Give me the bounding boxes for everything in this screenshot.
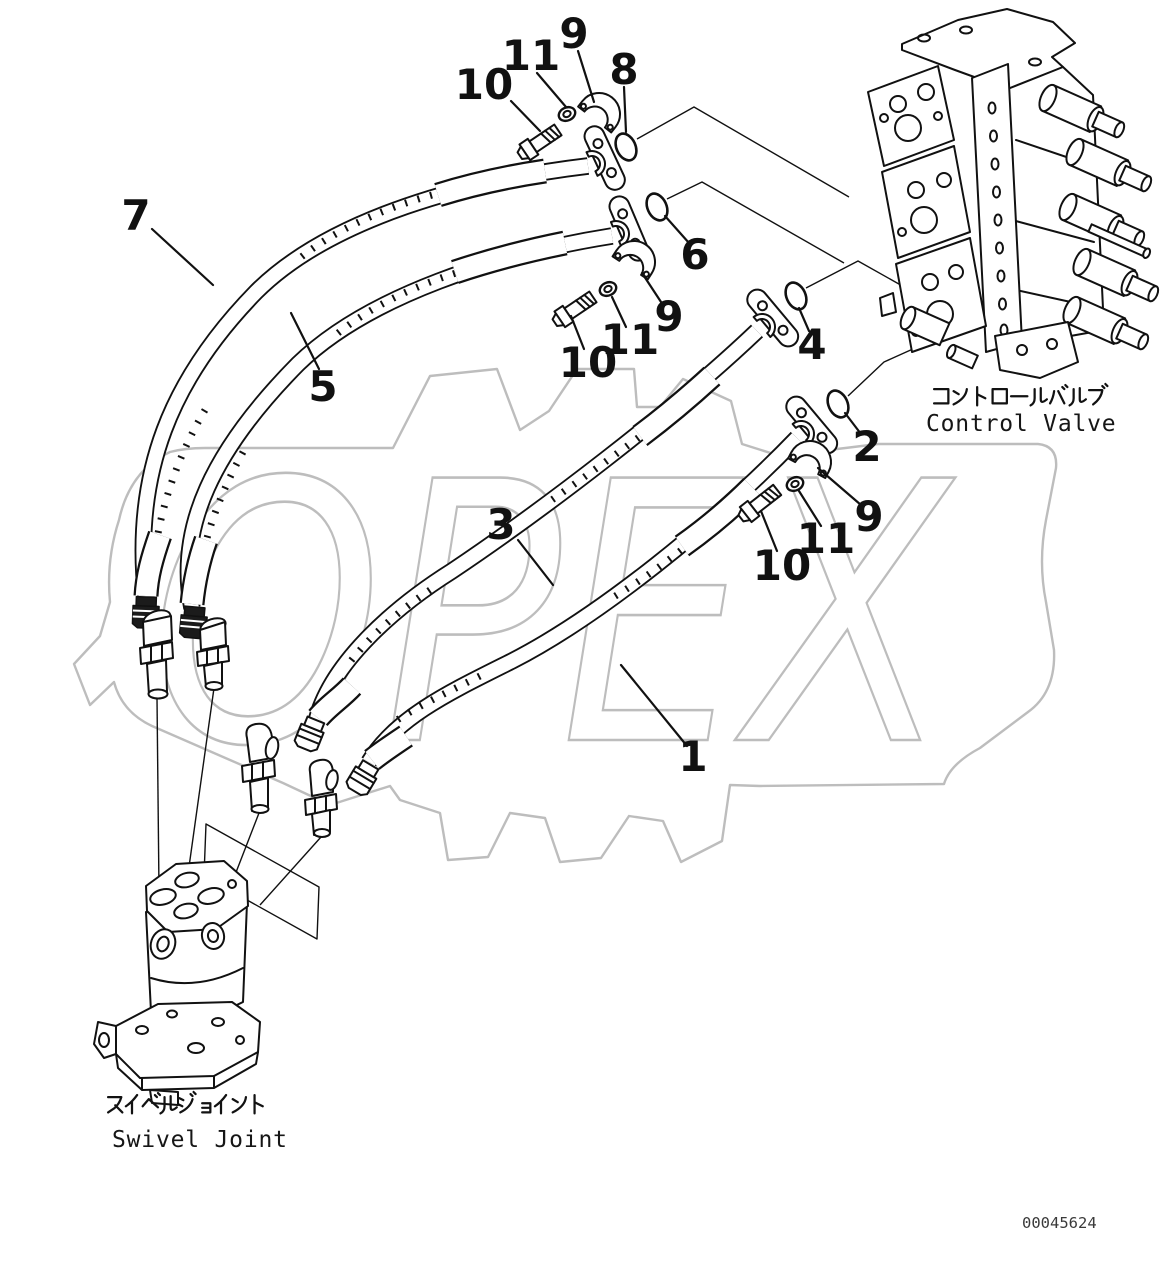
callout-leader-8 <box>622 85 628 134</box>
kana-char <box>159 1094 178 1115</box>
callout-number-9: 9 <box>854 492 883 541</box>
callout-number-9: 9 <box>654 292 683 341</box>
kana-char <box>253 1093 264 1115</box>
washer-part-11 <box>785 475 805 493</box>
callout-number-7: 7 <box>121 191 150 240</box>
callout-leader-3 <box>516 538 555 587</box>
hose-1-nut <box>345 759 380 797</box>
kana-char <box>1029 386 1049 407</box>
kana-char <box>231 1095 248 1114</box>
clamp-part-9 <box>611 240 656 281</box>
swivel-port-boss <box>149 922 226 960</box>
clamp-part-9 <box>577 92 621 134</box>
kana-char <box>124 1093 139 1115</box>
callout-leader-7 <box>150 227 215 287</box>
hose-3-nut <box>293 715 326 753</box>
callout-number-5: 5 <box>308 362 337 411</box>
solenoid-valve <box>1038 83 1126 139</box>
valve-rod <box>1087 223 1152 259</box>
elbow-fitting <box>196 617 230 691</box>
oring-part-8 <box>614 132 638 162</box>
opex-watermark: OPEX <box>72 367 1058 864</box>
callout-leader-1 <box>619 663 689 748</box>
bolt-part-10 <box>551 290 598 329</box>
doc-number: 00045624 <box>1022 1214 1097 1232</box>
callout-number-2: 2 <box>852 422 881 471</box>
elbow-fitting <box>139 609 174 700</box>
swivel-joint-drawing <box>93 860 261 1106</box>
kana-char <box>932 387 950 405</box>
projection-lines <box>156 687 322 940</box>
callout-number-3: 3 <box>486 500 515 549</box>
control-valve-drawing <box>867 8 1160 379</box>
callout-leader-9 <box>640 271 665 307</box>
callout-number-1: 1 <box>678 732 707 781</box>
hose-3 <box>293 324 764 753</box>
bolt-part-10 <box>737 483 783 524</box>
elbow-fitting <box>241 722 280 814</box>
callout-leader-9 <box>816 466 863 507</box>
callout-leader-10 <box>569 314 586 351</box>
kana-char <box>1068 386 1088 407</box>
kana-char <box>1048 383 1069 405</box>
solenoid-valve <box>1062 295 1150 351</box>
callout-leader-11 <box>535 71 568 109</box>
section-plane <box>203 823 320 940</box>
washer-part-11 <box>557 105 577 123</box>
kana-char <box>952 387 968 406</box>
callout-number-6: 6 <box>680 230 709 279</box>
kana-char <box>106 1095 124 1114</box>
callout-leader-6 <box>663 214 691 245</box>
oring-part-6 <box>645 192 669 222</box>
callout-leader-4 <box>797 306 811 333</box>
watermark-gear-outline <box>72 367 1058 864</box>
callout-number-10: 10 <box>455 60 513 109</box>
control-valve-label-ja <box>932 382 1109 407</box>
line-art <box>93 8 1160 1106</box>
hose-1 <box>345 431 804 797</box>
callout-leader-10 <box>759 509 779 553</box>
callout-leader-2 <box>843 411 863 436</box>
kana-char <box>1087 382 1109 406</box>
hose-3-flange <box>746 288 800 348</box>
callout-leader-9 <box>576 49 596 104</box>
callout-number-11: 11 <box>797 514 855 563</box>
solenoid-valve <box>1065 137 1153 193</box>
valve-stub <box>945 343 979 370</box>
kana-char <box>201 1102 212 1114</box>
oring-part-2 <box>826 389 850 419</box>
kana-char <box>141 1091 162 1109</box>
callout-number-9: 9 <box>559 9 588 58</box>
kana-char <box>213 1093 228 1115</box>
swivel-joint-label-ja <box>106 1090 264 1115</box>
valve-port-cylinder <box>899 305 951 347</box>
washer-part-11 <box>598 280 618 298</box>
callout-leader-11 <box>610 295 628 329</box>
callout-leader-5 <box>289 311 321 371</box>
elbow-fitting <box>304 758 339 838</box>
labels-layer: Control Valve Swivel Joint 00045624 <box>106 382 1116 1232</box>
swivel-joint-label-en: Swivel Joint <box>112 1127 288 1153</box>
callout-number-10: 10 <box>559 338 617 387</box>
hose-7-flange <box>583 125 626 191</box>
callout-leader-10 <box>509 99 542 133</box>
callout-number-11: 11 <box>502 31 560 80</box>
callout-number-10: 10 <box>753 541 811 590</box>
oring-part-4 <box>784 281 808 311</box>
hose-7 <box>131 157 590 630</box>
kana-char <box>177 1090 197 1114</box>
callout-number-4: 4 <box>797 320 826 369</box>
callout-number-8: 8 <box>609 45 638 94</box>
hose-5 <box>178 227 614 640</box>
callout-number-11: 11 <box>601 315 659 364</box>
kana-char <box>976 385 987 407</box>
kana-char <box>991 387 1008 405</box>
solenoid-valve <box>1072 247 1160 303</box>
bolt-part-10 <box>516 123 563 162</box>
callout-leader-11 <box>797 489 823 528</box>
control-valve-label-en: Control Valve <box>926 411 1116 437</box>
